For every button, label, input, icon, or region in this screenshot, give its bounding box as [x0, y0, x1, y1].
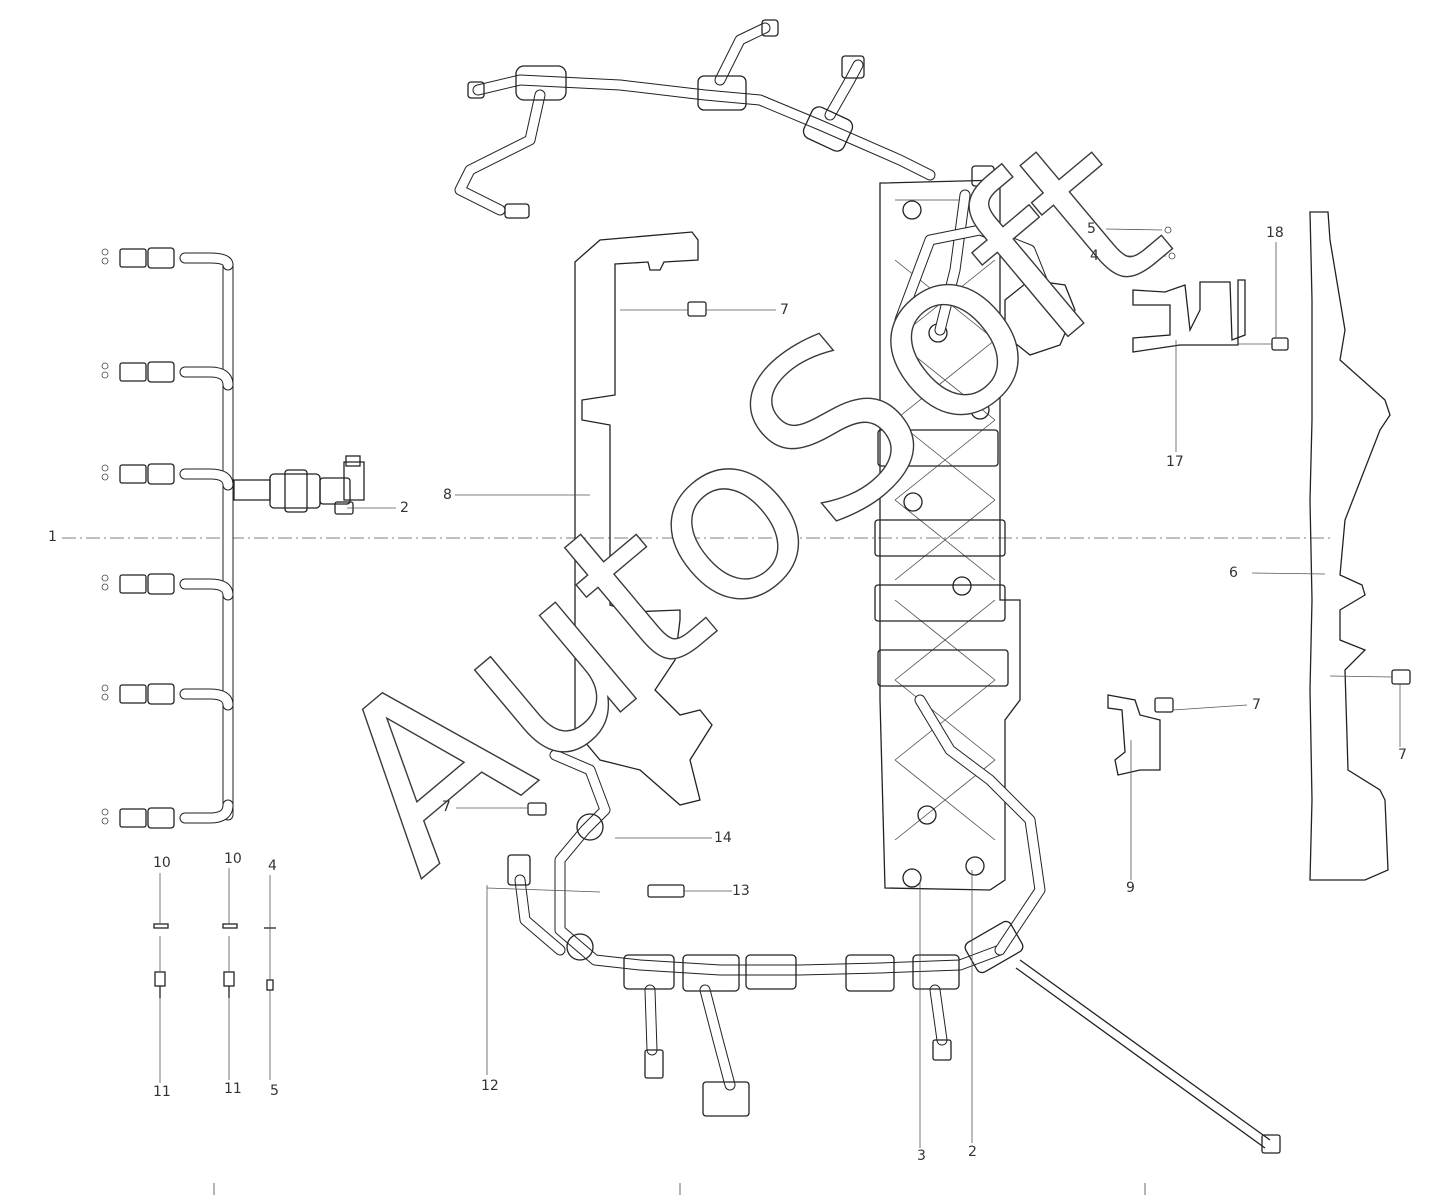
- leader-lines: [159, 228, 1401, 1148]
- bracket-9: [1107, 694, 1161, 776]
- fasteners: [153, 226, 1411, 998]
- callout-12: 12: [481, 1078, 499, 1094]
- callout-7-lower: 7: [442, 799, 451, 815]
- injector-harness: [101, 247, 365, 829]
- callout-5-fastener: 5: [270, 1083, 279, 1099]
- callout-13: 13: [732, 883, 750, 899]
- callout-9: 9: [1126, 880, 1135, 896]
- washer-10b: [222, 923, 238, 929]
- lower-harness: [507, 694, 1281, 1154]
- callout-10b: 10: [224, 851, 242, 867]
- callout-1: 1: [48, 529, 57, 545]
- callout-8: 8: [443, 487, 452, 503]
- injector-connectors: [101, 247, 175, 829]
- callout-17: 17: [1166, 454, 1184, 470]
- callout-18: 18: [1266, 225, 1284, 241]
- top-hose-assembly: [454, 19, 936, 219]
- watermark: AutoSoft: [283, 82, 1213, 923]
- callout-6: 6: [1229, 565, 1238, 581]
- callout-7-bracket8: 7: [780, 302, 789, 318]
- harness-branches: [179, 252, 234, 824]
- callout-14: 14: [714, 830, 732, 846]
- mounting-bracket: [574, 231, 713, 806]
- callout-5-bracket: 5: [1087, 221, 1096, 237]
- callout-4-bracket: 4: [1090, 248, 1099, 264]
- callout-2-manifold: 2: [968, 1144, 977, 1160]
- callout-11a: 11: [153, 1084, 171, 1100]
- callout-7-bracket9: 7: [1252, 697, 1261, 713]
- harness-center-connector: [233, 455, 365, 513]
- callout-10a: 10: [153, 855, 171, 871]
- side-bracket-6: [1309, 211, 1391, 881]
- bracket-17: [1132, 279, 1246, 353]
- callout-11b: 11: [224, 1081, 242, 1097]
- washer-10a: [153, 923, 169, 929]
- intake-manifold: [874, 165, 1076, 891]
- callout-3: 3: [917, 1148, 926, 1164]
- callout-7-side: 7: [1398, 747, 1407, 763]
- callout-2-harness: 2: [400, 500, 409, 516]
- callout-4-fastener: 4: [268, 858, 277, 874]
- watermark-text: AutoSoft: [284, 83, 1212, 923]
